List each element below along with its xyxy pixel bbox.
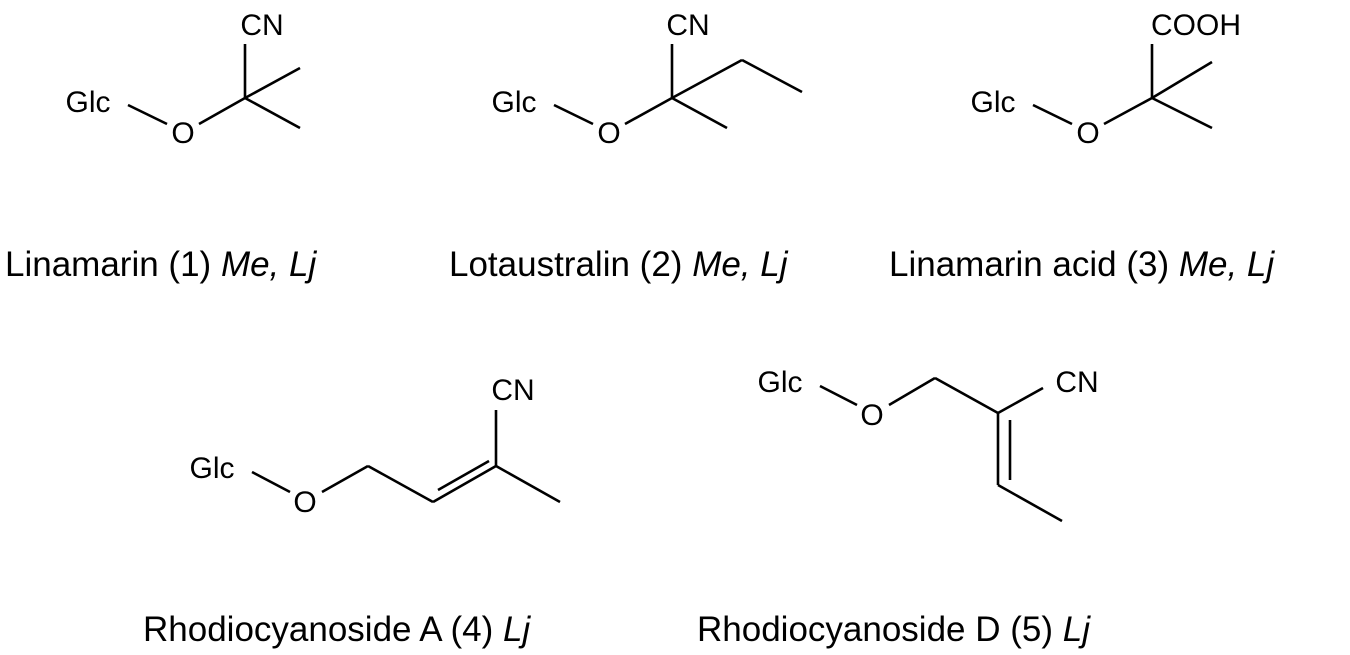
caption-lotaustralin: Lotaustralin (2) Me, Lj: [449, 245, 789, 284]
structure-linamarin: Glc O CN: [66, 9, 301, 150]
double-bond: [432, 464, 497, 504]
double-bond-inner: [437, 459, 490, 492]
bond: [1032, 103, 1073, 126]
oxygen-label: O: [171, 117, 194, 150]
bond: [367, 464, 434, 504]
oxygen-label: O: [860, 399, 883, 432]
glc-label: Glc: [190, 452, 235, 485]
glc-label: Glc: [492, 86, 537, 119]
bond: [495, 464, 561, 504]
compound-sources: Me, Lj: [692, 245, 789, 284]
compound-sources: Lj: [503, 610, 531, 649]
nitrile-label: CN: [1055, 366, 1098, 399]
bond: [671, 96, 728, 130]
glc-label: Glc: [66, 86, 111, 119]
compound-sources: Me, Lj: [1179, 245, 1276, 284]
bond: [888, 376, 936, 407]
caption-linamarin: Linamarin (1) Me, Lj: [5, 245, 317, 284]
caption-rhodiocyanoside-a: Rhodiocyanoside A (4) Lj: [143, 610, 531, 649]
bond: [997, 386, 1044, 415]
nitrile-label: CN: [240, 9, 283, 42]
bond: [251, 470, 291, 494]
bond: [198, 96, 246, 126]
bond: [819, 384, 858, 407]
oxygen-label: O: [293, 486, 316, 519]
bond: [671, 58, 743, 100]
compound-name: Linamarin acid (3): [889, 245, 1169, 284]
oxygen-label: O: [1076, 117, 1099, 150]
compound-sources: Lj: [1063, 610, 1091, 649]
compound-name: Rhodiocyanoside A (4): [143, 610, 493, 649]
bond: [244, 96, 301, 130]
bond: [1151, 60, 1213, 100]
nitrile-label: CN: [666, 9, 709, 42]
caption-rhodiocyanoside-d: Rhodiocyanoside D (5) Lj: [697, 610, 1091, 649]
bond: [997, 483, 1063, 523]
structure-rhodiocyanoside-a: Glc O CN: [190, 374, 561, 519]
compound-name: Linamarin (1): [5, 245, 211, 284]
compound-name: Rhodiocyanoside D (5): [697, 610, 1053, 649]
bond: [553, 103, 594, 126]
bond: [1103, 96, 1153, 126]
caption-linamarin-acid: Linamarin acid (3) Me, Lj: [889, 245, 1275, 284]
structure-rhodiocyanoside-d: Glc O CN: [758, 366, 1099, 523]
bond: [934, 376, 999, 415]
bond: [741, 58, 803, 94]
nitrile-label: CN: [491, 374, 534, 407]
oxygen-label: O: [597, 117, 620, 150]
bond: [244, 66, 301, 100]
glc-label: Glc: [971, 86, 1016, 119]
bond: [624, 96, 673, 126]
bond: [1151, 96, 1213, 130]
structure-linamarin-acid: Glc O COOH: [971, 9, 1242, 150]
compound-sources: Me, Lj: [221, 245, 318, 284]
structure-lotaustralin: Glc O CN: [492, 9, 803, 150]
bond: [321, 464, 369, 494]
glc-label: Glc: [758, 366, 803, 399]
compound-name: Lotaustralin (2): [449, 245, 682, 284]
bond: [127, 103, 168, 126]
carboxyl-label: COOH: [1151, 9, 1241, 42]
